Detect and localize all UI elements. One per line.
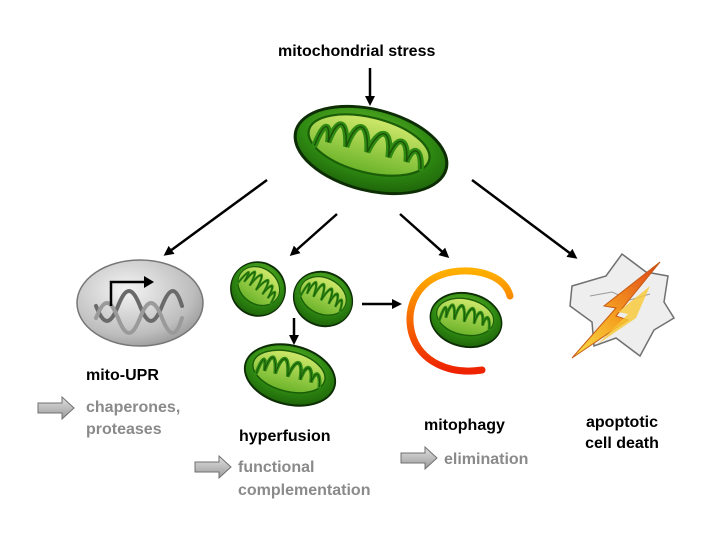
promoter-arrow-icon	[109, 276, 154, 306]
fragment-mitochondrion-2-icon	[282, 260, 364, 338]
nucleus-icon	[76, 259, 204, 347]
arrow-to-death	[471, 178, 578, 259]
fusion-outcome-line1: functional	[238, 459, 315, 476]
mitophagy-outcome: elimination	[444, 451, 529, 468]
central-mitochondrion-icon	[286, 92, 456, 208]
upr-outcome-line1: chaperones,	[86, 399, 181, 416]
arrow-to-upr	[163, 178, 268, 256]
arrow-to-fusion	[289, 213, 338, 256]
fusion-outcome-line2: complementation	[238, 482, 371, 499]
upr-label: mito-UPR	[86, 367, 159, 384]
death-label-line2: cell death	[585, 435, 659, 452]
phagophore-icon	[406, 267, 514, 375]
stress-label: mitochondrial stress	[278, 43, 436, 60]
mitophagy-label: mitophagy	[424, 417, 505, 434]
fragment-mitochondrion-1-icon	[218, 249, 298, 329]
lightning-bolt-icon	[571, 261, 661, 359]
fused-mitochondrion-icon	[238, 335, 341, 414]
gray-arrow-icon	[400, 445, 438, 471]
arrow-to-mitophagy	[399, 213, 450, 258]
death-label-line1: apoptotic	[586, 414, 658, 431]
fusion-label: hyperfusion	[239, 428, 331, 445]
upr-outcome-line2: proteases	[86, 421, 162, 438]
gray-arrow-icon	[194, 454, 232, 480]
gray-arrow-icon	[37, 395, 75, 421]
engulfed-mitochondrion-icon	[423, 284, 509, 356]
